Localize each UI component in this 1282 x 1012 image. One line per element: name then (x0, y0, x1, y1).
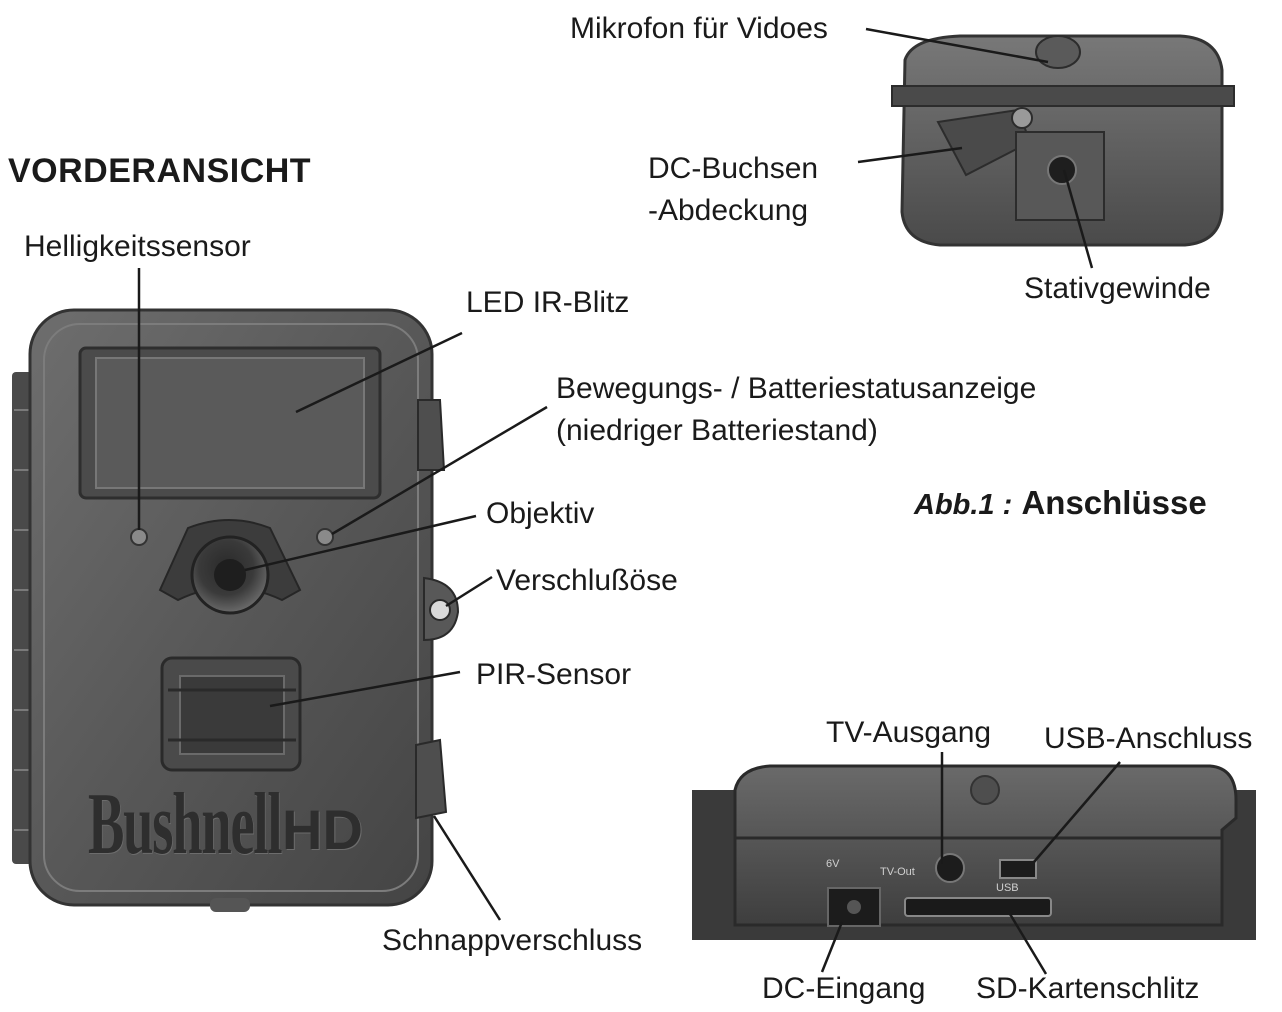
leader-dc-cover (857, 146, 963, 164)
upper-latch (417, 399, 446, 471)
label-tripod: Stativgewinde (1024, 272, 1211, 305)
leader-lines (137, 27, 1121, 975)
leader-tripod (1062, 169, 1094, 269)
label-dc-cover-line1: DC-Buchsen (648, 152, 819, 185)
label-brightness-sensor: Helligkeitssensor (24, 230, 251, 263)
leader-sd-slot (1008, 913, 1048, 975)
front-housing-rim (43, 323, 419, 892)
label-pir-sensor: PIR-Sensor (476, 658, 632, 691)
label-dc-in: DC-Eingang (762, 972, 926, 1005)
vent-grille (970, 775, 1000, 805)
microphone (1035, 35, 1081, 69)
leader-snap-latch (432, 815, 502, 921)
top-view-camera (891, 34, 1235, 247)
lock-eyelet-hole (429, 599, 451, 621)
motion-indicator-led (316, 528, 334, 546)
leader-lens (244, 514, 477, 572)
leader-motion-indicator (331, 405, 548, 536)
tripod-mount (1047, 155, 1077, 185)
ir-flash-window (95, 357, 365, 489)
pir-sensor-window (179, 675, 285, 755)
leader-dc-in (820, 921, 844, 973)
leader-pir (269, 670, 461, 708)
dc-cover-screw (1011, 107, 1033, 129)
sd-card-slot (904, 897, 1052, 917)
lens-center (214, 559, 246, 591)
front-view-camera (12, 308, 460, 912)
leader-lock-eyelet (445, 575, 493, 608)
label-snap-latch: Schnappverschluss (382, 924, 643, 957)
label-tv-out: TV-Ausgang (826, 716, 992, 749)
leader-usb (1033, 761, 1121, 863)
label-motion-indicator-line2: (niedriger Batteriestand) (556, 414, 878, 447)
front-view-heading: VORDERANSICHT (8, 152, 312, 190)
label-sd-slot: SD-Kartenschlitz (976, 972, 1200, 1005)
bottom-nub (210, 898, 250, 912)
tv-out-jack (935, 853, 965, 883)
figure-caption: Abb.1 : Anschlüsse (914, 484, 1207, 524)
brand-hd-badge: HD (282, 798, 363, 861)
port-mark-dc: 6V (826, 858, 840, 870)
label-dc-cover-line2: -Abdeckung (648, 194, 809, 227)
top-seam (891, 85, 1235, 107)
port-mark-tv: TV-Out (880, 866, 915, 878)
figure-title: Anschlüsse (1021, 484, 1207, 521)
snap-latch (415, 738, 448, 820)
usb-port (999, 859, 1037, 879)
port-housing (733, 764, 1238, 927)
label-usb-port: USB-Anschluss (1044, 722, 1253, 755)
brand-logo: Bushnell (88, 776, 283, 873)
label-microphone: Mikrofon für Vidoes (570, 12, 828, 45)
port-mark-usb: USB (996, 882, 1019, 894)
brightness-sensor (130, 528, 148, 546)
label-motion-indicator-line1: Bewegungs- / Batteriestatusanzeige (556, 372, 1037, 405)
port-view-camera (692, 764, 1256, 940)
figure-prefix: Abb.1 : (914, 489, 1013, 521)
label-lens: Objektiv (486, 497, 595, 530)
label-led-ir-flash: LED IR-Blitz (466, 286, 630, 319)
leader-microphone (865, 27, 1049, 64)
leader-led-ir (295, 331, 463, 414)
label-lock-eyelet: Verschlußöse (496, 564, 678, 597)
